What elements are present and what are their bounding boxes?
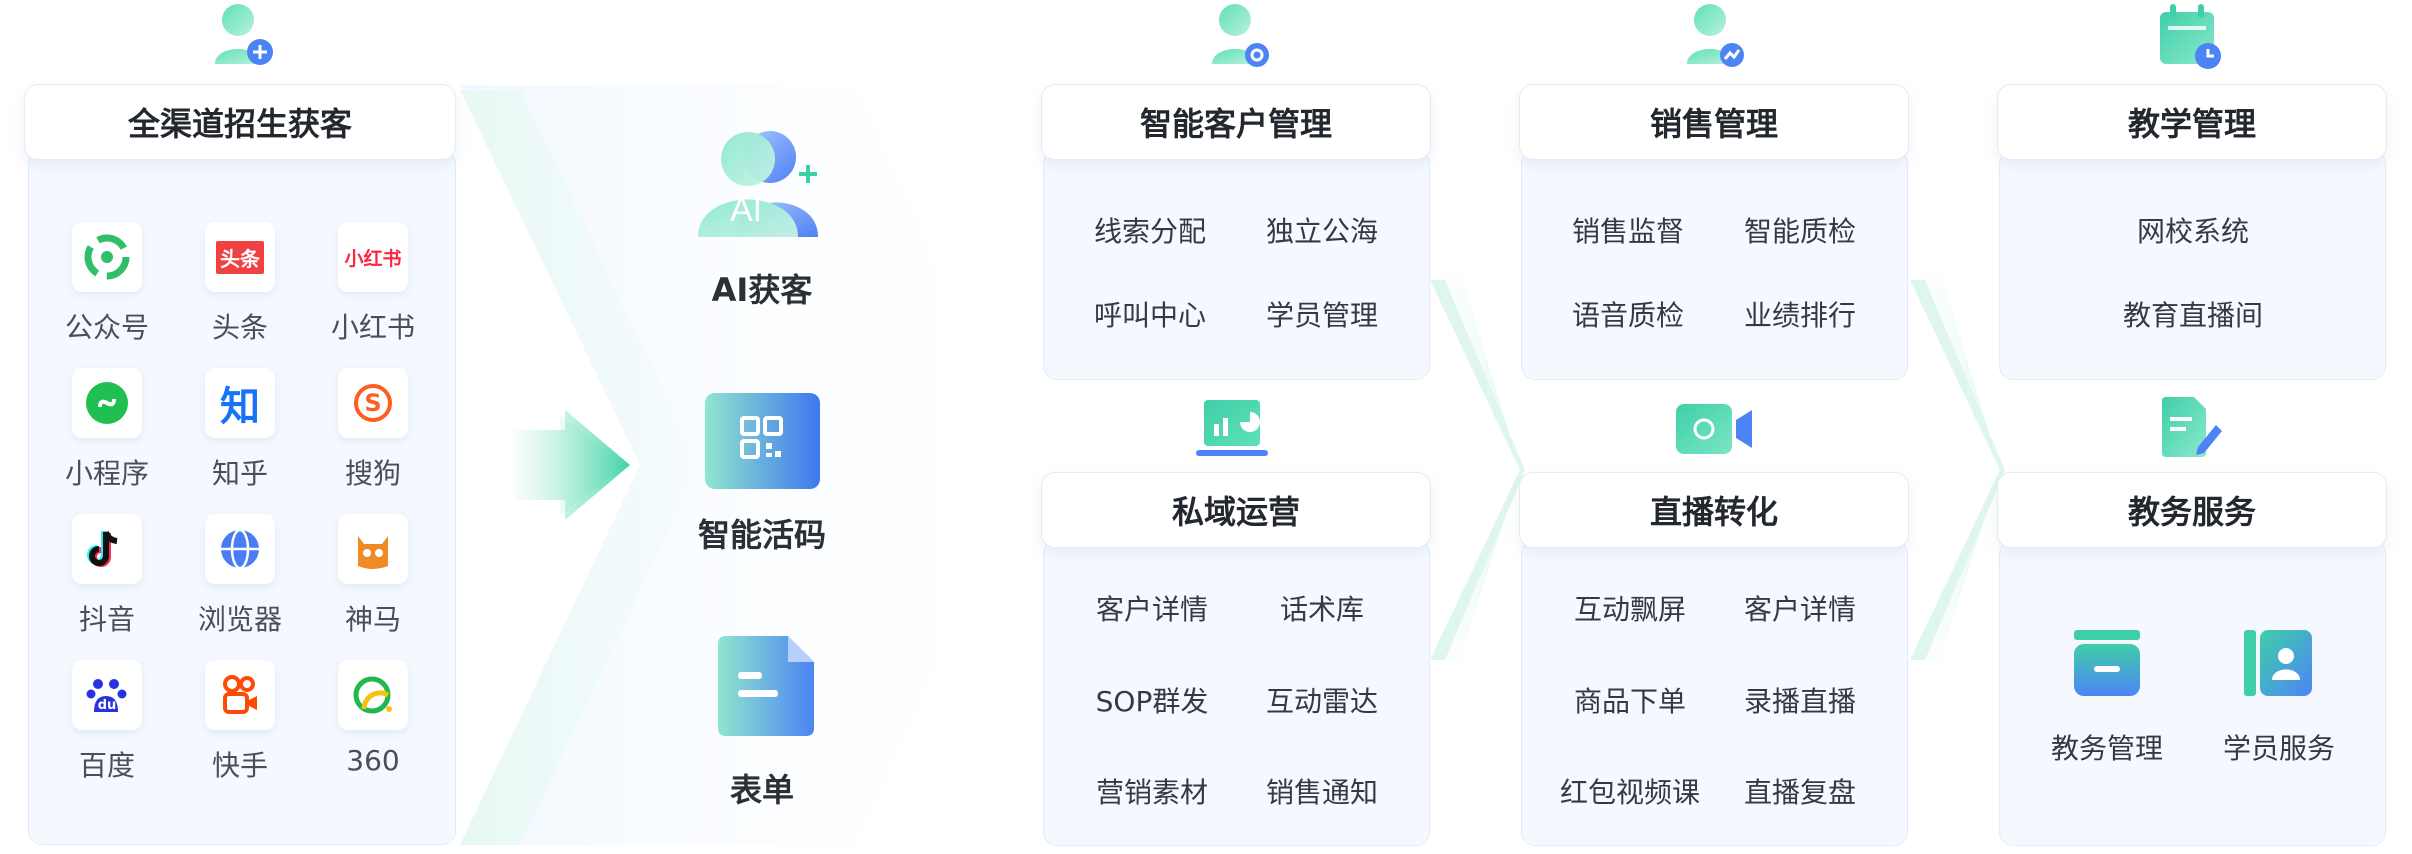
crm-item[interactable]: 独立公海 [1265,215,1379,248]
teaching-title: 教学管理 [2127,105,2256,143]
user-chart-icon [1678,0,1750,70]
form-document-icon[interactable] [718,636,816,736]
toutiao-icon[interactable]: 头条 [205,222,275,292]
channel-label: 百度 [78,749,135,782]
channel-badge: du [97,698,117,713]
channel-badge: S [354,384,392,422]
ai-acquire-label: AI获客 [711,271,813,309]
sales-item[interactable]: 智能质检 [1743,215,1857,248]
crm-title: 智能客户管理 [1139,105,1332,143]
channel-label: 小红书 [330,311,415,344]
affairs-item-label: 学员服务 [2222,732,2336,765]
channel-label: 知乎 [211,457,268,490]
sales-header: 销售管理 [1519,84,1909,160]
live-header: 直播转化 [1519,472,1909,548]
sales-title: 销售管理 [1649,105,1778,143]
channel-label: 抖音 [78,603,135,636]
crm-header: 智能客户管理 [1041,84,1431,160]
live-item[interactable]: 录播直播 [1743,685,1857,718]
live-panel [1521,540,1908,846]
browser-icon[interactable] [205,514,275,584]
wechat-official-icon[interactable] [72,222,142,292]
sales-item[interactable]: 销售监督 [1571,215,1685,248]
sales-item[interactable]: 语音质检 [1571,299,1685,332]
affairs-panel [1999,540,2386,846]
channel-label: 公众号 [64,311,149,344]
channel-label: 神马 [344,603,401,636]
mini-program-icon[interactable] [72,368,142,438]
private-item[interactable]: 互动雷达 [1265,685,1379,718]
shenma-icon[interactable] [338,514,408,584]
sales-panel [1521,150,1908,380]
teaching-header: 教学管理 [1997,84,2387,160]
calendar-clock-icon [2158,4,2224,70]
qr-code-icon[interactable] [705,393,820,489]
teaching-item[interactable]: 网校系统 [2136,215,2250,248]
teaching-panel [1999,150,2386,380]
channel-badge: 知 [220,384,260,430]
private-item[interactable]: 话术库 [1279,593,1365,626]
ai-users-icon[interactable]: AI [690,125,830,243]
video-camera-icon [1676,402,1752,456]
kuaishou-icon[interactable] [205,660,275,730]
teaching-item[interactable]: 教育直播间 [2122,299,2264,332]
private-item[interactable]: 销售通知 [1265,776,1379,809]
xiaohongshu-icon[interactable]: 小红书 [338,222,408,292]
channel-label: 浏览器 [197,603,282,636]
crm-item[interactable]: 呼叫中心 [1093,299,1207,332]
svg-text:AI: AI [730,191,762,229]
private-item[interactable]: 客户详情 [1095,593,1209,626]
affairs-title: 教务服务 [2127,493,2256,531]
affairs-item-label: 教务管理 [2050,732,2164,765]
user-plus-icon [205,0,275,68]
user-settings-icon [1203,0,1275,70]
document-edit-icon [2158,395,2224,461]
sales-item[interactable]: 业绩排行 [1743,299,1857,332]
stage1-title: 全渠道招生获客 [127,105,352,143]
analytics-laptop-icon [1196,398,1268,460]
channel-label: 360 [346,744,400,777]
student-card-icon[interactable] [2244,628,2314,698]
private-item[interactable]: 营销素材 [1095,776,1209,809]
crm-item[interactable]: 线索分配 [1093,215,1207,248]
live-title: 直播转化 [1649,493,1778,531]
form-label: 表单 [729,771,794,809]
admin-box-icon[interactable] [2072,628,2142,698]
private-header: 私域运营 [1041,472,1431,548]
zhihu-icon[interactable]: 知 [205,368,275,438]
live-item[interactable]: 商品下单 [1573,685,1687,718]
channel-badge: 小红书 [344,247,402,270]
private-title: 私域运营 [1171,493,1300,531]
live-item[interactable]: 红包视频课 [1559,776,1701,809]
live-item[interactable]: 直播复盘 [1743,776,1857,809]
channel-badge: 头条 [216,240,264,274]
live-item[interactable]: 互动飘屏 [1573,593,1687,626]
crm-item[interactable]: 学员管理 [1265,299,1379,332]
private-item[interactable]: SOP群发 [1095,685,1209,718]
channel-label: 快手 [211,749,268,782]
sogou-icon[interactable]: S [338,368,408,438]
channel-label: 头条 [211,311,268,344]
360-icon[interactable] [338,660,408,730]
live-item[interactable]: 客户详情 [1743,593,1857,626]
channel-label: 小程序 [64,457,149,490]
affairs-header: 教务服务 [1997,472,2387,548]
douyin-icon[interactable] [72,514,142,584]
baidu-icon[interactable]: du [72,660,142,730]
crm-panel [1043,150,1430,380]
smart-qr-label: 智能活码 [697,516,826,554]
stage1-header: 全渠道招生获客 [24,84,456,160]
channel-label: 搜狗 [344,457,401,490]
